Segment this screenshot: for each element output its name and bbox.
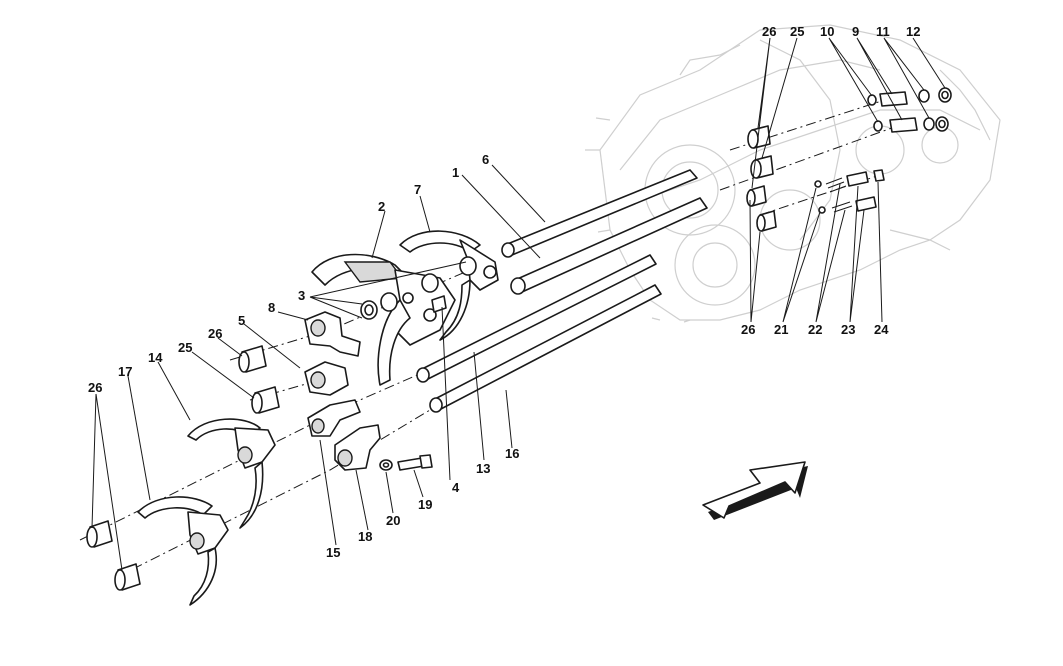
callout-20: 20 [386,513,400,528]
shift-fork-7 [399,230,499,341]
leader-lines [91,37,946,571]
shift-fork-17 [137,496,229,606]
screw-19 [397,454,433,471]
detent-parts [814,169,885,214]
callout-2: 2 [378,199,385,214]
bushing-25-left [251,386,280,414]
callout-9: 9 [852,24,859,39]
callout-16: 16 [505,446,519,461]
front-direction-arrow-icon [702,461,808,520]
selector-18 [334,424,381,471]
callout-22: 22 [808,322,822,337]
bushings-right [746,125,777,232]
callout-25-b: 25 [790,24,804,39]
callout-5: 5 [238,313,245,328]
callout-12: 12 [906,24,920,39]
gearbox-housing-ghost [585,24,1001,323]
callout-3: 3 [298,288,305,303]
callout-24: 24 [874,322,889,337]
selector-15 [307,399,361,437]
callout-6: 6 [482,152,489,167]
callout-25-a: 25 [178,340,192,355]
callout-4: 4 [452,480,460,495]
callout-15: 15 [326,545,340,560]
callout-11: 11 [876,24,890,39]
shift-fork-14 [187,418,276,529]
callout-18: 18 [358,529,372,544]
callout-17: 17 [118,364,132,379]
plugs-upper-right [867,87,952,133]
selector-block-8 [304,311,361,357]
bushing-26-bottom-a [86,520,113,548]
callout-labels: 1 6 2 7 3 8 26 5 25 14 17 26 4 13 16 19 … [88,24,920,560]
washer-20 [379,459,393,471]
callout-19: 19 [418,497,432,512]
callout-26-a: 26 [208,326,222,341]
callout-14: 14 [148,350,163,365]
callout-26-d: 26 [741,322,755,337]
callout-1: 1 [452,165,459,180]
bushing-26-left [238,345,267,373]
callout-23: 23 [841,322,855,337]
callout-13: 13 [476,461,490,476]
callout-21: 21 [774,322,788,337]
callout-10: 10 [820,24,834,39]
callout-7: 7 [414,182,421,197]
callout-8: 8 [268,300,275,315]
callout-26-b: 26 [88,380,102,395]
callout-26-c: 26 [762,24,776,39]
bushing-26-bottom-b [114,563,141,591]
shift-rods [416,169,708,413]
selector-block-5 [304,361,349,396]
shift-fork-2 [311,253,456,386]
rings-3 [360,256,477,320]
